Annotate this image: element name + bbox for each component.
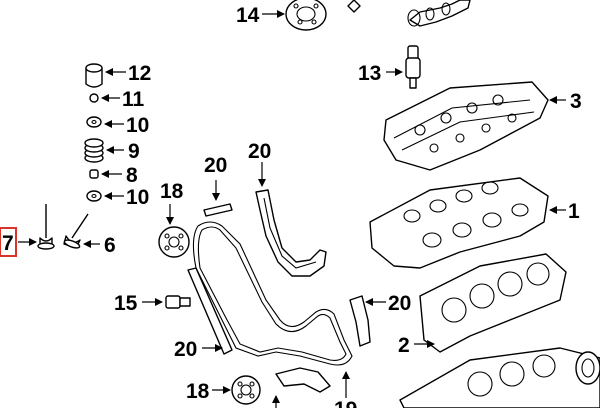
valve-stem-seal-part[interactable] <box>89 169 99 179</box>
chain-guide-lower-left-part[interactable] <box>187 267 233 355</box>
cam-sprocket-part[interactable] <box>285 0 327 31</box>
valve-spring-part[interactable] <box>84 138 104 163</box>
seal-ring-part[interactable] <box>575 351 600 385</box>
callout-12: 12 <box>128 62 151 85</box>
callout-2: 2 <box>398 334 410 357</box>
cam-lobe-part[interactable] <box>347 0 361 13</box>
callout-13: 13 <box>358 62 381 85</box>
callout-20b: 20 <box>248 140 271 163</box>
chain-guide-bottom-part[interactable] <box>275 367 331 393</box>
callout-18b: 18 <box>186 380 210 403</box>
cylinder-head-part[interactable] <box>369 177 549 269</box>
callout-3: 3 <box>570 90 582 113</box>
callout-7: 7 <box>2 232 14 255</box>
callout-10b: 10 <box>126 186 149 209</box>
valve-keeper-part[interactable] <box>89 93 99 103</box>
chain-guide-right-part[interactable] <box>349 295 371 347</box>
valve-retainer-lower-part[interactable] <box>86 190 102 202</box>
callout-7-highlight <box>0 227 17 257</box>
callout-20d: 20 <box>388 292 411 315</box>
camshaft-part[interactable] <box>407 0 471 27</box>
head-gasket-part[interactable] <box>419 253 567 353</box>
valve-retainer-upper-part[interactable] <box>86 116 102 128</box>
intake-valve-part[interactable] <box>37 204 55 250</box>
callout-1: 1 <box>568 200 580 223</box>
sprocket-lower-part[interactable] <box>231 375 261 405</box>
sensor-part[interactable] <box>405 45 421 89</box>
callout-14: 14 <box>236 4 260 27</box>
chain-tensioner-part[interactable] <box>165 295 191 309</box>
exhaust-valve-part[interactable] <box>63 213 89 250</box>
chain-guide-small-part[interactable] <box>203 203 233 217</box>
callout-15: 15 <box>114 292 138 315</box>
callout-10a: 10 <box>126 114 149 137</box>
callout-20a: 20 <box>204 154 227 177</box>
timing-chain-part[interactable] <box>192 221 353 366</box>
valve-cover-part[interactable] <box>383 81 549 171</box>
callout-9: 9 <box>128 140 140 163</box>
callout-19: 19 <box>334 398 357 408</box>
callout-11: 11 <box>122 88 145 111</box>
callout-6: 6 <box>104 234 116 257</box>
valve-lifter-part[interactable] <box>85 63 103 88</box>
sprocket-upper-part[interactable] <box>158 226 190 258</box>
chain-guide-long-part[interactable] <box>255 189 327 277</box>
callout-18a: 18 <box>160 180 184 203</box>
callout-8: 8 <box>126 164 138 187</box>
engine-block-part[interactable] <box>399 347 600 408</box>
callout-20c: 20 <box>174 338 197 361</box>
